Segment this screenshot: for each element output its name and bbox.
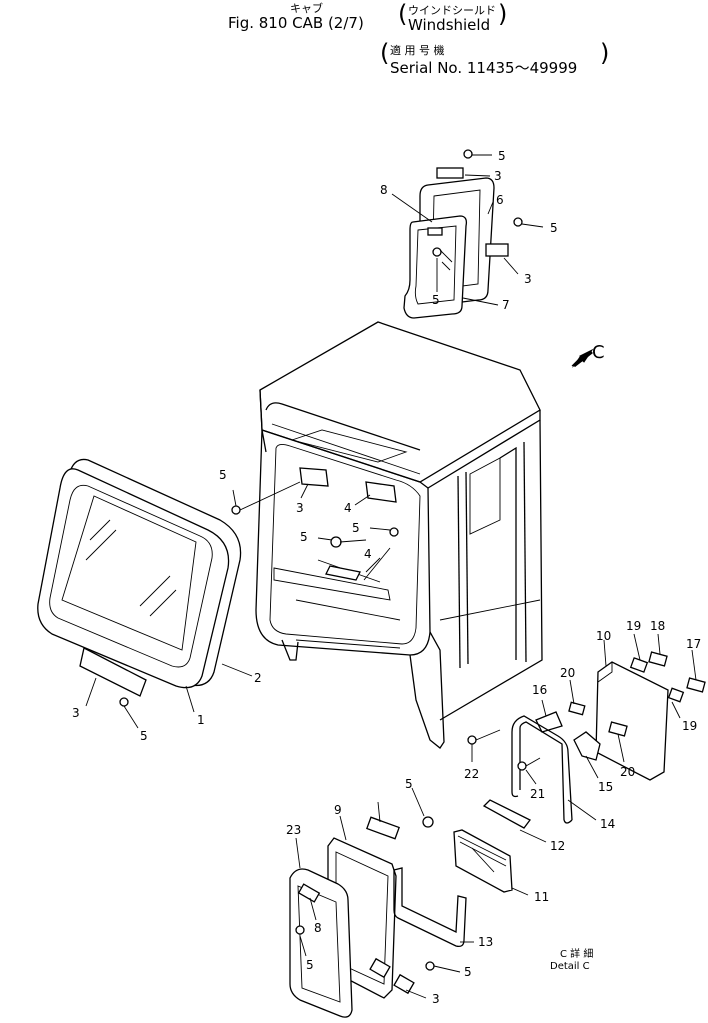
callout-5b: 5 xyxy=(550,221,558,235)
callout-17: 17 xyxy=(686,637,701,651)
callout-23: 23 xyxy=(286,823,301,837)
upper-leader-lines xyxy=(391,154,544,306)
callout-3e: 3 xyxy=(432,992,440,1006)
title-japanese: キャブ xyxy=(290,2,323,15)
callout-3c: 3 xyxy=(296,501,304,515)
callout-3a: 3 xyxy=(494,169,502,183)
callout-5g: 5 xyxy=(140,729,148,743)
paren-close-serial: ) xyxy=(600,39,610,67)
callout-1: 1 xyxy=(197,713,205,727)
callout-7: 7 xyxy=(502,298,510,312)
paren-open-serial: ( xyxy=(380,39,390,67)
callout-labels: 1 2 3 3 3 3 3 4 4 5 5 5 5 5 5 5 5 5 5 6 … xyxy=(72,149,701,1006)
callout-19b: 19 xyxy=(682,719,697,733)
paren-close: ) xyxy=(498,0,508,28)
callout-10: 10 xyxy=(596,629,611,643)
serial-range: Serial No. 11435～49999 xyxy=(390,59,578,77)
callout-14: 14 xyxy=(600,817,615,831)
callout-4b: 4 xyxy=(364,547,372,561)
detail-c-japanese: C 詳 細 xyxy=(560,947,593,960)
callout-13: 13 xyxy=(478,935,493,949)
callout-9: 9 xyxy=(334,803,342,817)
callout-20b: 20 xyxy=(620,765,635,779)
callout-15: 15 xyxy=(598,780,613,794)
callout-5e: 5 xyxy=(300,530,308,544)
callout-5c: 5 xyxy=(432,293,440,307)
detail-c-parts xyxy=(453,651,706,893)
callout-19a: 19 xyxy=(626,619,641,633)
detail-c-leaders xyxy=(471,633,697,896)
callout-11: 11 xyxy=(534,890,549,904)
view-c-label: C xyxy=(592,342,605,363)
windshield-japanese: ウインドシールド xyxy=(408,4,496,17)
callout-2: 2 xyxy=(254,671,262,685)
serial-japanese: 適 用 号 機 xyxy=(390,44,445,57)
cab-body xyxy=(231,321,543,749)
callout-6: 6 xyxy=(496,193,504,207)
callout-20a: 20 xyxy=(560,666,575,680)
windshield-label: Windshield xyxy=(408,16,491,34)
paren-open: ( xyxy=(398,0,408,28)
callout-5j: 5 xyxy=(464,965,472,979)
detail-c-label: Detail C xyxy=(550,961,590,972)
upper-windshield-assembly xyxy=(403,149,523,319)
callout-21: 21 xyxy=(530,787,545,801)
callout-3b: 3 xyxy=(524,272,532,286)
callout-5d: 5 xyxy=(219,468,227,482)
view-c-arrow xyxy=(571,348,594,368)
callout-18: 18 xyxy=(650,619,665,633)
callout-22: 22 xyxy=(464,767,479,781)
callout-5h: 5 xyxy=(405,777,413,791)
callout-5a: 5 xyxy=(498,149,506,163)
callout-5i: 5 xyxy=(306,958,314,972)
callout-8a: 8 xyxy=(380,183,388,197)
callout-8b: 8 xyxy=(314,921,322,935)
cab-leader-lines xyxy=(232,483,391,581)
lower-leaders xyxy=(295,787,474,999)
lower-door-window xyxy=(289,816,467,1018)
callout-16: 16 xyxy=(532,683,547,697)
callout-12: 12 xyxy=(550,839,565,853)
callout-4a: 4 xyxy=(344,501,352,515)
callout-5f: 5 xyxy=(352,521,360,535)
front-windshield xyxy=(37,458,253,729)
figure-title: Fig. 810 CAB (2/7) xyxy=(228,14,364,32)
callout-3d: 3 xyxy=(72,706,80,720)
